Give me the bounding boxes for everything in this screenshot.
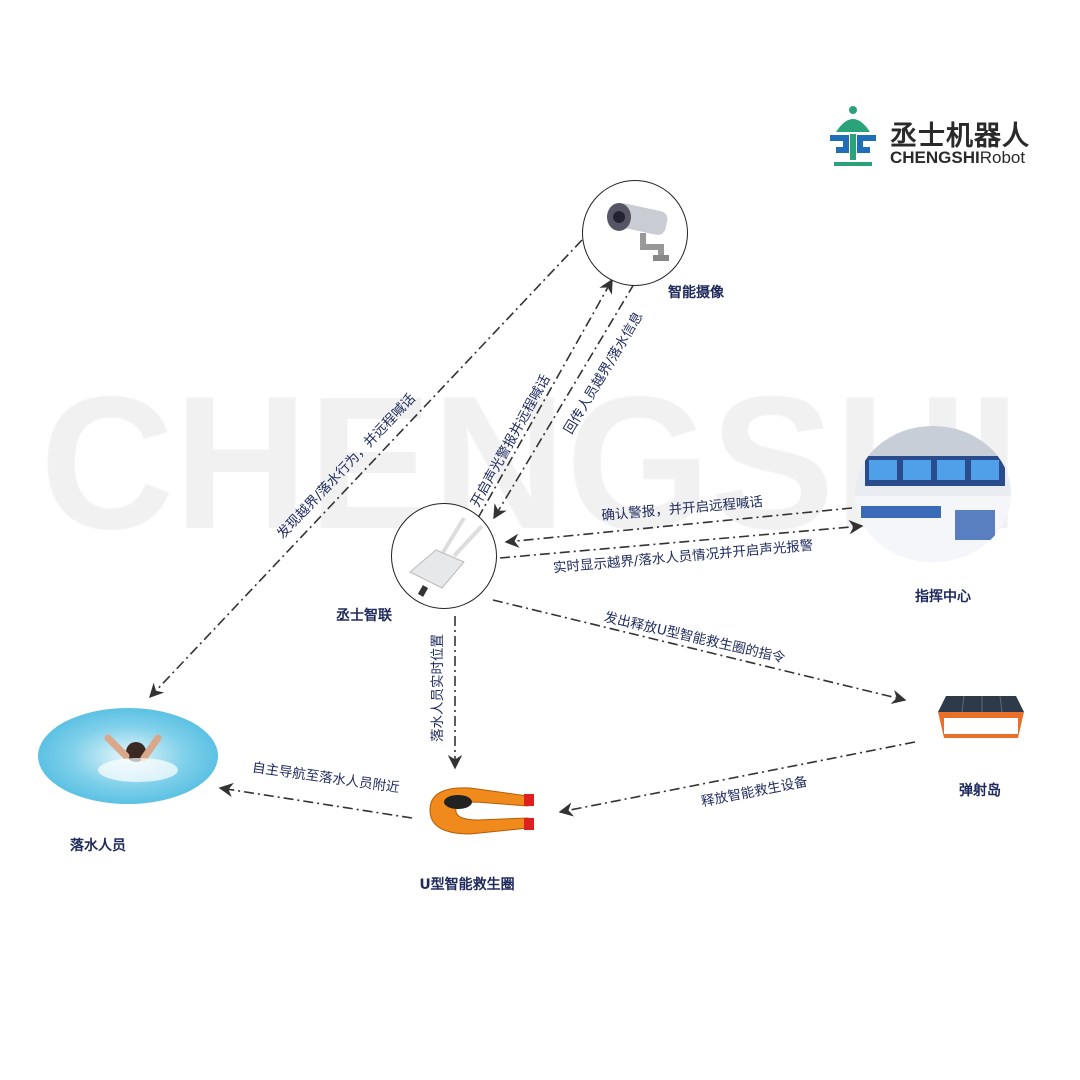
edge-camera-hub: [493, 283, 635, 520]
camera-icon: [607, 203, 669, 261]
edge-camera-person: [149, 239, 583, 699]
launcher-icon: [938, 695, 1024, 738]
logo: 丞士机器人 CHENGSHIRobot: [826, 104, 1036, 168]
camera-label: 智能摄像: [668, 285, 724, 301]
control-room-image: [855, 426, 1011, 562]
edge-hub-camera: [477, 278, 613, 519]
person-label: 落水人员: [70, 838, 126, 854]
hub-node: [391, 503, 497, 609]
edge-hub-command: [499, 519, 864, 559]
logo-en-text: CHENGSHIRobot: [890, 148, 1025, 168]
command-center-label: 指挥中心: [915, 589, 971, 605]
command-center-node: [855, 426, 1011, 562]
lifebuoy-ring-image: [420, 780, 540, 840]
edge-ring-person: [218, 782, 413, 819]
edge-hub-launcher: [492, 599, 907, 704]
u-ring-icon: [429, 787, 534, 835]
logo-en-light: Robot: [979, 148, 1026, 167]
swimmer-icon: [98, 734, 178, 782]
ring-label: U型智能救生圈: [419, 877, 515, 893]
drowning-person-image: [38, 708, 218, 804]
edge-command-hub: [504, 507, 853, 548]
hub-label: 丞士智联: [336, 608, 392, 624]
router-icon: [409, 516, 484, 597]
edge-launcher-ring: [558, 741, 916, 817]
logo-robot-icon: [830, 106, 876, 166]
logo-cn-text: 丞士机器人: [890, 121, 1030, 152]
edge-label-hub-ring: 落水人员实时位置: [430, 634, 446, 742]
logo-en-bold: CHENGSHI: [890, 148, 980, 167]
camera-node: [582, 180, 688, 286]
launcher-image: [934, 692, 1028, 746]
launcher-label: 弹射岛: [959, 783, 1001, 799]
